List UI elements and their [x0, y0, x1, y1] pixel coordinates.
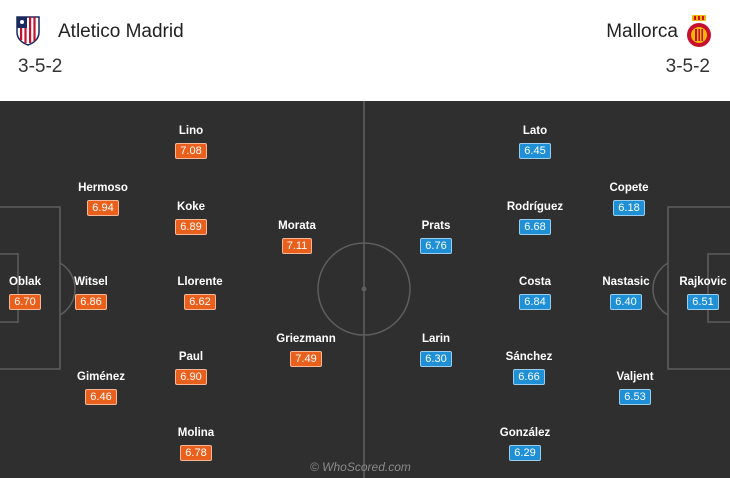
player-name: Valjent [616, 371, 654, 383]
player-name: Nastasic [602, 276, 650, 288]
player-rating: 6.66 [513, 369, 545, 385]
player-hermoso[interactable]: Hermoso 6.94 [63, 181, 143, 216]
player-name: Oblak [9, 276, 41, 288]
pitch-markings [0, 101, 730, 478]
player-name: Giménez [77, 371, 125, 383]
watermark: © WhoScored.com [310, 460, 411, 474]
player-rodriguez[interactable]: Rodríguez 6.68 [495, 200, 575, 235]
player-name: Lino [178, 125, 204, 137]
player-rating: 6.51 [687, 294, 719, 310]
player-name: Rodríguez [506, 201, 564, 213]
player-name: Sánchez [505, 351, 553, 363]
player-rating: 6.29 [509, 445, 541, 461]
player-name: Koke [176, 201, 206, 213]
player-name: Copete [609, 182, 649, 194]
player-griezmann[interactable]: Griezmann 7.49 [266, 332, 346, 367]
player-name: Llorente [177, 276, 223, 288]
player-lato[interactable]: Lato 6.45 [495, 124, 575, 159]
player-name: Lato [522, 125, 548, 137]
player-costa[interactable]: Costa 6.84 [495, 275, 575, 310]
player-copete[interactable]: Copete 6.18 [589, 181, 669, 216]
player-rating: 6.18 [613, 200, 645, 216]
player-molina[interactable]: Molina 6.78 [156, 426, 236, 461]
player-name: Larin [421, 333, 451, 345]
player-name: Hermoso [78, 182, 128, 194]
player-name: Paul [178, 351, 204, 363]
player-name: González [499, 427, 551, 439]
player-morata[interactable]: Morata 7.11 [257, 219, 337, 254]
mallorca-crest-icon [687, 15, 711, 47]
player-rating: 6.45 [519, 143, 551, 159]
player-rating: 6.46 [85, 389, 117, 405]
player-rating: 6.70 [9, 294, 41, 310]
player-rating: 6.90 [175, 369, 207, 385]
player-rating: 6.68 [519, 219, 551, 235]
player-name: Griezmann [276, 333, 336, 345]
match-header: Atletico Madrid 3-5-2 Mallorca 3-5-2 [0, 0, 730, 96]
player-paul[interactable]: Paul 6.90 [151, 350, 231, 385]
player-rating: 6.40 [610, 294, 642, 310]
player-gimenez[interactable]: Giménez 6.46 [61, 370, 141, 405]
player-name: Rajkovic [679, 276, 727, 288]
player-rating: 6.76 [420, 238, 452, 254]
player-rating: 6.30 [420, 351, 452, 367]
player-llorente[interactable]: Llorente 6.62 [160, 275, 240, 310]
player-name: Molina [177, 427, 215, 439]
player-rating: 6.94 [87, 200, 119, 216]
player-nastasic[interactable]: Nastasic 6.40 [586, 275, 666, 310]
player-rating: 6.86 [75, 294, 107, 310]
player-rating: 6.78 [180, 445, 212, 461]
player-larin[interactable]: Larin 6.30 [396, 332, 476, 367]
home-team-name[interactable]: Atletico Madrid [58, 21, 184, 42]
player-rating: 6.62 [184, 294, 216, 310]
player-valjent[interactable]: Valjent 6.53 [595, 370, 675, 405]
player-koke[interactable]: Koke 6.89 [151, 200, 231, 235]
player-rating: 7.11 [281, 238, 313, 254]
player-rating: 6.84 [519, 294, 551, 310]
player-sanchez[interactable]: Sánchez 6.66 [489, 350, 569, 385]
away-formation: 3-5-2 [665, 56, 710, 77]
player-name: Morata [278, 220, 316, 232]
player-rating: 7.08 [175, 143, 207, 159]
player-witsel[interactable]: Witsel 6.86 [51, 275, 131, 310]
player-rating: 6.89 [175, 219, 207, 235]
player-name: Witsel [74, 276, 108, 288]
player-oblak[interactable]: Oblak 6.70 [0, 275, 65, 310]
player-rating: 7.49 [290, 351, 322, 367]
player-lino[interactable]: Lino 7.08 [151, 124, 231, 159]
player-gonzalez[interactable]: González 6.29 [485, 426, 565, 461]
atletico-madrid-crest-icon [16, 16, 40, 46]
away-team-name[interactable]: Mallorca [606, 21, 678, 42]
player-name: Costa [519, 276, 551, 288]
player-rajkovic[interactable]: Rajkovic 6.51 [663, 275, 730, 310]
player-name: Prats [421, 220, 451, 232]
home-formation: 3-5-2 [18, 56, 63, 77]
pitch: Oblak 6.70 Hermoso 6.94 Witsel 6.86 Gimé… [0, 101, 730, 478]
player-prats[interactable]: Prats 6.76 [396, 219, 476, 254]
player-rating: 6.53 [619, 389, 651, 405]
